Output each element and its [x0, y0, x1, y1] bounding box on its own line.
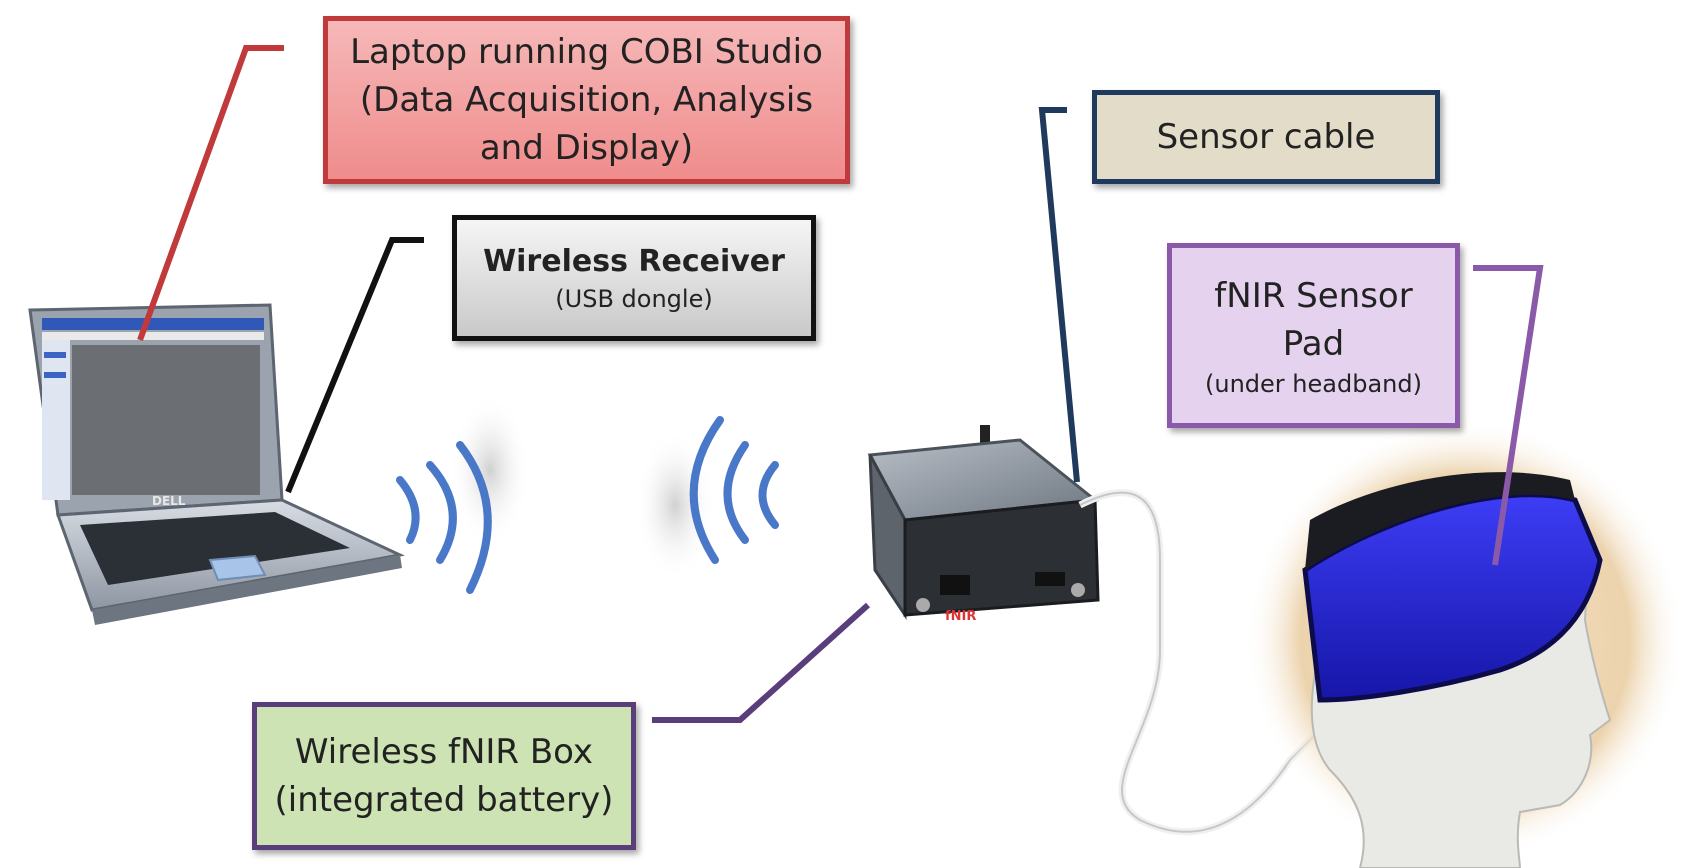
laptop-leader-line	[137, 45, 284, 342]
cable-leader-line	[1038, 107, 1080, 483]
laptop-label-box: Laptop running COBI Studio (Data Acquisi…	[323, 16, 850, 184]
fnir-box-brand: fNIR	[945, 609, 976, 624]
fnir-box-label-line1: Wireless fNIR Box	[294, 732, 594, 772]
laptop-keyboard	[80, 512, 350, 585]
wireless-waves-right	[635, 416, 779, 580]
laptop-label-line1: Laptop running COBI Studio	[350, 32, 823, 72]
laptop-label-line2: (Data Acquisition, Analysis	[359, 80, 814, 120]
box-leader-line	[652, 602, 871, 723]
fnir-box-label-line2: (integrated battery)	[274, 780, 614, 820]
wireless-waves-left	[396, 395, 530, 594]
sensor-pad-label-subtitle: (under headband)	[1205, 369, 1422, 398]
laptop-label-line3: and Display)	[479, 128, 694, 168]
fnir-box-label-box: Wireless fNIR Box (integrated battery)	[252, 702, 636, 850]
receiver-label-box: Wireless Receiver (USB dongle)	[452, 215, 816, 341]
laptop-illustration: DELL	[28, 303, 405, 625]
sensor-pad-label-line2: Pad	[1282, 323, 1345, 364]
laptop-toolbar	[42, 332, 264, 340]
laptop-brand: DELL	[152, 494, 186, 508]
receiver-label-title: Wireless Receiver	[483, 244, 785, 279]
receiver-leader-line	[285, 237, 424, 494]
pad-leader-line	[1473, 265, 1544, 566]
mannequin-head-illustration	[1245, 420, 1684, 868]
sensor-pad-label-box: fNIR Sensor Pad (under headband)	[1167, 243, 1460, 428]
sensor-pad-label-line1: fNIR Sensor	[1214, 275, 1413, 316]
laptop-touchpad	[208, 554, 267, 582]
laptop-sidepanel	[42, 340, 70, 500]
headband	[1302, 492, 1603, 703]
sensor-cable-label: Sensor cable	[1156, 117, 1376, 157]
laptop-titlebar	[42, 318, 264, 330]
receiver-label-subtitle: (USB dongle)	[555, 285, 713, 313]
fnir-box-illustration: fNIR	[867, 425, 1100, 624]
sensor-cable-label-box: Sensor cable	[1092, 90, 1440, 184]
laptop-screen	[72, 345, 260, 495]
fnir-box-antenna	[980, 425, 990, 453]
